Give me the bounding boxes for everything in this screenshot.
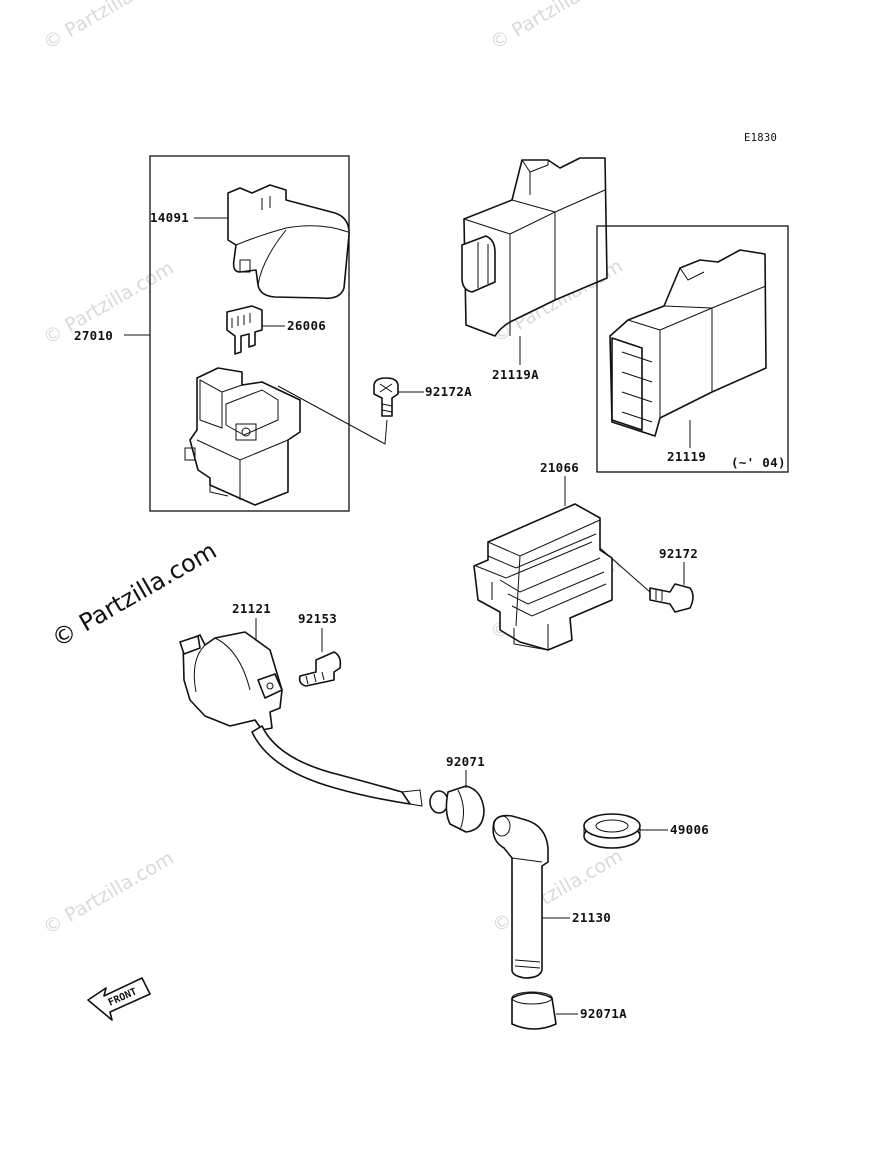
part-label-21066: 21066	[540, 460, 579, 475]
part-label-92071: 92071	[446, 754, 485, 769]
part-label-21119-note: (~' 04)	[731, 455, 786, 470]
part-label-21119A: 21119A	[492, 367, 539, 382]
boot-92071-part	[429, 785, 485, 833]
part-label-92172A: 92172A	[425, 384, 472, 399]
bolt-92153-part	[298, 651, 342, 687]
ignition-coil-part	[179, 631, 423, 807]
relay-assembly-box	[149, 155, 350, 512]
part-label-27010: 27010	[74, 328, 113, 343]
part-label-92071A: 92071A	[580, 1006, 627, 1021]
plug-cap-21130-part	[492, 814, 549, 979]
regulator-21066-part	[473, 503, 613, 651]
diagram-reference-code: E1830	[744, 132, 777, 144]
part-label-26006: 26006	[287, 318, 326, 333]
part-label-92172: 92172	[659, 546, 698, 561]
leader-relay-bolt	[277, 385, 388, 445]
igniter-21119A-part	[461, 157, 608, 337]
watermark-top-right: © Partzilla.com	[487, 0, 625, 54]
part-label-14091: 14091	[150, 210, 189, 225]
relay-body-part	[184, 367, 301, 506]
watermark-bottom-left: © Partzilla.com	[40, 847, 178, 939]
igniter-21119-part	[609, 249, 767, 437]
grommet-49006-part	[583, 813, 641, 849]
part-label-21121: 21121	[232, 601, 271, 616]
bolt-92172A-part	[373, 377, 399, 417]
boot-92071A-part	[511, 991, 557, 1030]
fuse-part	[226, 305, 263, 355]
part-label-92153: 92153	[298, 611, 337, 626]
relay-cover-part	[227, 184, 350, 300]
bolt-92172-part	[649, 583, 694, 613]
leader-regulator-bolt	[599, 547, 651, 593]
part-label-21130: 21130	[572, 910, 611, 925]
part-label-49006: 49006	[670, 822, 709, 837]
front-arrow-icon: FRONT	[87, 977, 151, 1021]
part-label-21119: 21119	[667, 449, 706, 464]
igniter-21119-box	[596, 225, 789, 473]
watermark-top-left: © Partzilla.com	[40, 0, 178, 54]
watermark-prominent: © Partzilla.com	[47, 536, 221, 653]
watermark-group: © Partzilla.com © Partzilla.com © Partzi…	[40, 0, 627, 939]
